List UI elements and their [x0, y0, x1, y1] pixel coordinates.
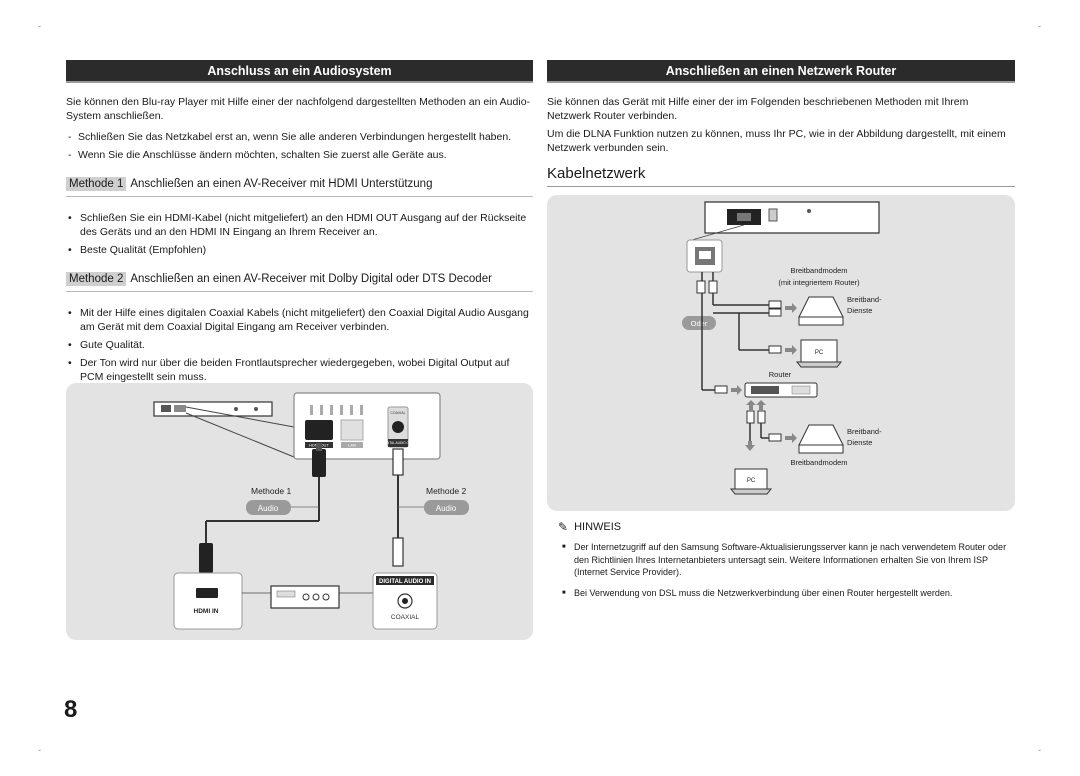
subheading: Kabelnetzwerk [547, 165, 1015, 187]
method1-label: Methode 1 [251, 486, 291, 496]
modem-icon [798, 424, 844, 454]
svg-text:DIGITAL AUDIO OUT: DIGITAL AUDIO OUT [383, 441, 414, 445]
list-item: Wenn Sie die Anschlüsse ändern möchten, … [66, 148, 533, 162]
network-diagram: Breitbandmodem (mit integriertem Router)… [547, 195, 1015, 511]
bluray-player-icon [153, 401, 273, 417]
list-item: Mit der Hilfe eines digitalen Coaxial Ka… [66, 306, 533, 334]
method-title: Anschließen an einen AV-Receiver mit HDM… [130, 178, 433, 190]
svg-text:COAXIAL: COAXIAL [391, 614, 420, 621]
list-item: Bei Verwendung von DSL muss die Netzwerk… [562, 587, 1017, 600]
modem-router-icon [798, 296, 844, 326]
crop-mark: - [38, 745, 41, 755]
intro-text: Um die DLNA Funktion nutzen zu können, m… [547, 128, 1006, 154]
list-item: Schließen Sie ein HDMI-Kabel (nicht mitg… [66, 211, 533, 239]
svg-text:PC: PC [815, 350, 824, 356]
intro-text: Sie können den Blu-ray Player mit Hilfe … [66, 96, 531, 122]
audio-badge [246, 500, 291, 515]
modem-sublabel: (mit integriertem Router) [778, 278, 860, 287]
list-item: Beste Qualität (Empfohlen) [66, 243, 533, 257]
oder-badge [682, 316, 716, 330]
coaxial-in-zoom: DIGITAL AUDIO IN COAXIAL [372, 572, 438, 630]
method1-bullets: Schließen Sie ein HDMI-Kabel (nicht mitg… [66, 211, 533, 257]
pc-icon: PC [729, 468, 773, 495]
router-icon [744, 382, 818, 398]
svg-text:LAN: LAN [348, 443, 356, 448]
hdmi-in-zoom: HDMI IN [173, 572, 243, 630]
svg-text:Oder: Oder [691, 319, 708, 328]
method2-label: Methode 2 [426, 486, 466, 496]
modem-label: Breitbandmodem [790, 458, 847, 467]
note-list: Der Internetzugriff auf den Samsung Soft… [562, 541, 1017, 607]
audio-section: Anschluss an ein Audiosystem Sie können … [66, 60, 533, 388]
audio-connection-diagram: HDMI OUT LAN DIGITAL AUDIO OUT COAXIAL M… [66, 383, 533, 640]
section-title: Anschluss an ein Audiosystem [66, 60, 533, 83]
dash-list: Schließen Sie das Netzkabel erst an, wen… [66, 130, 533, 162]
svg-text:Audio: Audio [258, 504, 279, 513]
hdmi-cable [199, 443, 326, 573]
pencil-icon: ✎ [558, 520, 569, 534]
player-back-panel: HDMI OUT LAN DIGITAL AUDIO OUT COAXIAL [293, 392, 441, 460]
svg-text:HDMI IN: HDMI IN [194, 608, 219, 615]
note-title: HINWEIS [574, 521, 622, 533]
method2-bullets: Mit der Hilfe eines digitalen Coaxial Ka… [66, 306, 533, 384]
broadband-label: Breitband- [847, 427, 882, 436]
router-section: Anschließen an einen Netzwerk Router Sie… [547, 60, 1015, 187]
modem-label: Breitbandmodem [790, 266, 847, 275]
svg-text:PC: PC [747, 478, 756, 484]
page-number: 8 [64, 696, 78, 723]
crop-mark: - [1038, 745, 1041, 755]
broadband-label: Breitband- [847, 295, 882, 304]
pc-icon: PC [795, 339, 843, 368]
router-label: Router [769, 370, 792, 379]
intro-text: Sie können das Gerät mit Hilfe einer der… [547, 96, 969, 122]
list-item: Gute Qualität. [66, 338, 533, 352]
list-item: Schließen Sie das Netzkabel erst an, wen… [66, 130, 533, 144]
method-tag: Methode 2 [66, 272, 127, 286]
section-title: Anschließen an einen Netzwerk Router [547, 60, 1015, 83]
svg-text:COAXIAL: COAXIAL [390, 411, 405, 415]
broadband-label: Dienste [847, 438, 872, 447]
crop-mark: - [38, 21, 41, 31]
broadband-label: Dienste [847, 306, 872, 315]
bluray-player-icon [704, 201, 880, 234]
note-heading: ✎ HINWEIS [558, 520, 621, 534]
crop-mark: - [1038, 21, 1041, 31]
list-item: Der Internetzugriff auf den Samsung Soft… [562, 541, 1017, 579]
method-title: Anschließen an einen AV-Receiver mit Dol… [130, 273, 492, 285]
svg-text:Audio: Audio [436, 504, 457, 513]
audio-badge [424, 500, 469, 515]
svg-text:DIGITAL AUDIO IN: DIGITAL AUDIO IN [379, 579, 431, 585]
lan-port-zoom [686, 239, 723, 273]
method-tag: Methode 1 [66, 177, 127, 191]
av-receiver-icon [270, 585, 340, 609]
coaxial-cable [392, 448, 404, 567]
list-item: Der Ton wird nur über die beiden Frontla… [66, 356, 533, 384]
